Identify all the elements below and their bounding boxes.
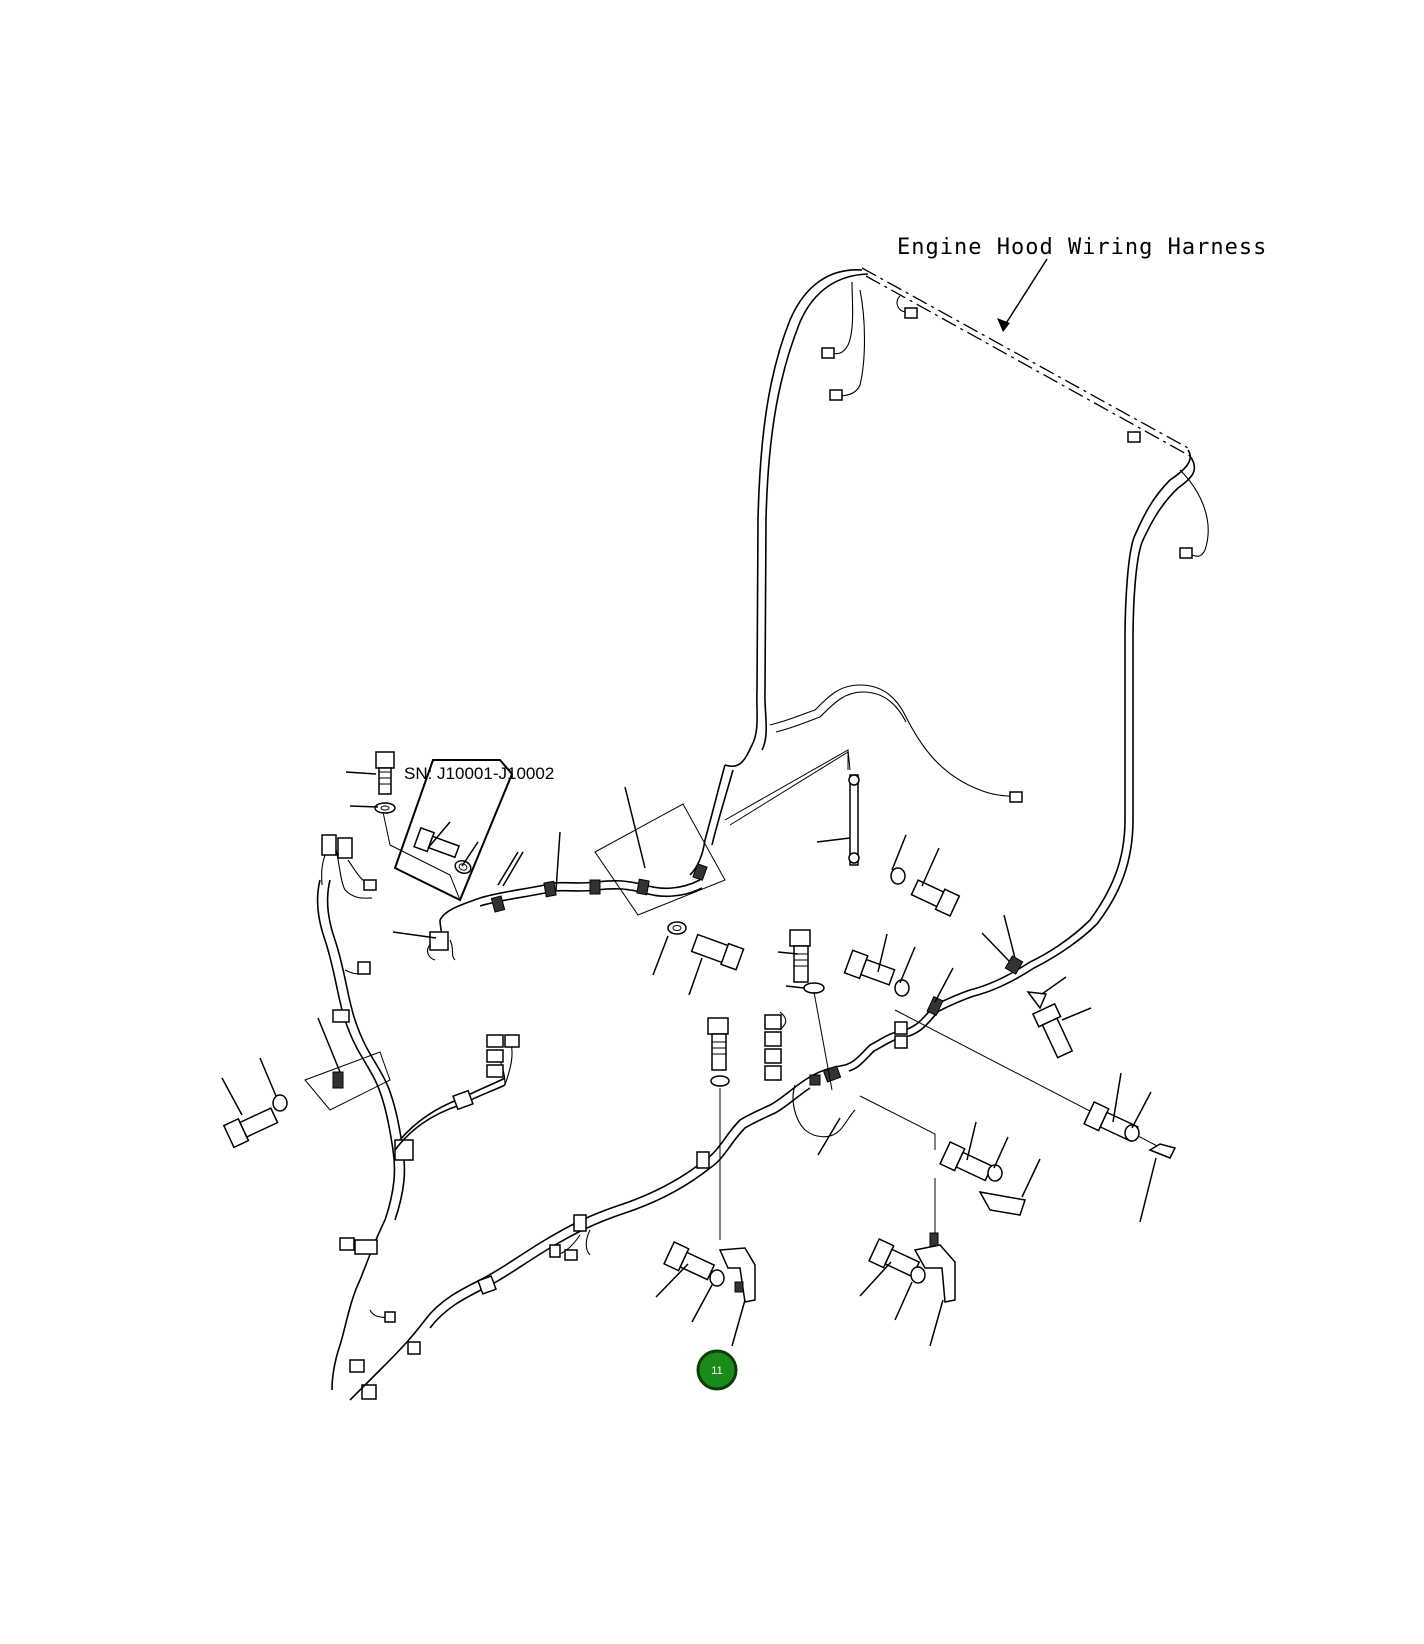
- bolt-bracket-right: [939, 1141, 994, 1182]
- callout-number: 11: [711, 1365, 722, 1377]
- washer-center: [667, 921, 687, 935]
- clamp-left: [304, 1051, 391, 1111]
- washer-left: [272, 1094, 288, 1112]
- serial-variant-frame: SN: J10001-J10002: [393, 759, 554, 902]
- bolt-right-diag: [1031, 1002, 1074, 1059]
- bolt-lower-vertical: [707, 1017, 729, 1071]
- engine-hood-harness: [724, 267, 1209, 969]
- washer-bottom-center: [709, 1269, 725, 1287]
- leader: [345, 771, 377, 775]
- washer-right-mid: [894, 979, 910, 997]
- title-arrowhead: [997, 318, 1010, 332]
- bolt-bottom-center: [663, 1241, 716, 1281]
- bracket-far-right: [1148, 1143, 1177, 1159]
- upright-clamp: [848, 774, 860, 866]
- washer-top-left: [374, 802, 396, 814]
- bolt-right-mid: [843, 949, 896, 986]
- bracket-bottom-center: [718, 1247, 756, 1303]
- washer-far-right: [1124, 1124, 1140, 1142]
- bolt-left: [222, 1107, 279, 1149]
- washer-bottom-right: [910, 1266, 926, 1284]
- bolt-center: [690, 933, 745, 971]
- clamp-detail-frame: [594, 749, 851, 916]
- callout-badge-11[interactable]: 11: [696, 1349, 738, 1391]
- bolt-vertical-right: [789, 929, 811, 983]
- bracket-bottom-right: [913, 1232, 956, 1303]
- serial-number-label: SN: J10001-J10002: [404, 764, 554, 783]
- washer-vertical-right: [803, 982, 825, 994]
- washer-lower-vertical: [710, 1075, 730, 1087]
- washer-upper-right: [890, 867, 906, 885]
- washer-triangle: [1026, 991, 1048, 1010]
- bolt-top-left: [375, 751, 395, 795]
- bracket-u-right: [978, 1190, 1026, 1216]
- engine-hood-wiring-harness-label: Engine Hood Wiring Harness: [897, 235, 1267, 260]
- title-leader-line: [1004, 258, 1048, 326]
- main-chassis-harness: [316, 764, 1035, 1401]
- bolt-upper-right: [910, 879, 961, 917]
